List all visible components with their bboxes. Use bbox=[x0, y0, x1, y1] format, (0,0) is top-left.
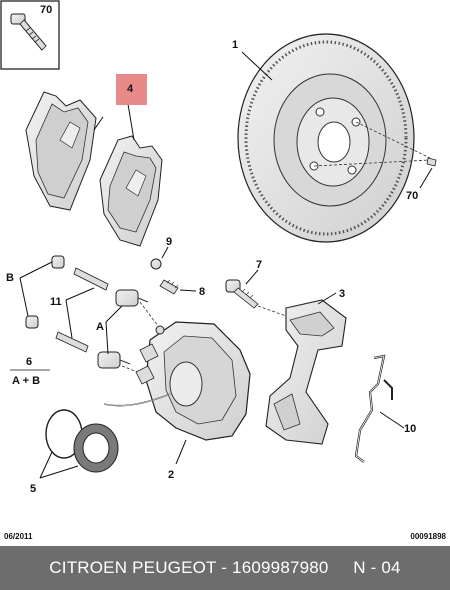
callout-5: 5 bbox=[30, 483, 36, 495]
callout-6: 6 bbox=[26, 356, 32, 368]
callout-4-highlight bbox=[116, 74, 147, 105]
callout-10: 10 bbox=[404, 423, 416, 435]
bleed-screw-8-icon bbox=[159, 279, 179, 295]
caliper-carrier bbox=[257, 299, 347, 445]
carrier-bolt-7-icon bbox=[225, 279, 259, 309]
diagram-date: 06/2011 bbox=[4, 532, 33, 541]
bolt-70-icon bbox=[10, 13, 47, 51]
bleed-cap-9-icon bbox=[150, 258, 162, 270]
callout-4: 4 bbox=[127, 83, 134, 95]
anti-rattle-spring bbox=[354, 354, 393, 463]
brake-pad-rear bbox=[25, 91, 97, 211]
disc-screw-70-icon bbox=[426, 157, 437, 167]
guide-pin-hardware bbox=[25, 255, 159, 377]
callout-6-subtitle: A + B bbox=[12, 375, 40, 387]
diagram-reference: 00091898 bbox=[410, 532, 446, 541]
piston-seals bbox=[45, 393, 171, 473]
callout-9: 9 bbox=[166, 236, 172, 248]
callout-7: 7 bbox=[256, 259, 262, 271]
callout-8: 8 bbox=[199, 286, 205, 298]
part-caption: CITROEN PEUGEOT - 1609987980 N - 04 bbox=[49, 558, 401, 577]
brake-pad-front bbox=[99, 135, 163, 247]
callout-70-disc: 70 bbox=[406, 190, 418, 202]
part-caption-bar: CITROEN PEUGEOT - 1609987980 N - 04 bbox=[0, 546, 450, 590]
callout-B: B bbox=[6, 272, 14, 284]
brake-pads: 4 bbox=[25, 74, 163, 247]
callout-3: 3 bbox=[339, 288, 345, 300]
bolt-inset: 70 bbox=[0, 0, 60, 70]
callout-11: 11 bbox=[50, 296, 62, 308]
brake-caliper bbox=[135, 321, 251, 441]
brake-disc bbox=[237, 33, 431, 243]
callout-70-box: 70 bbox=[40, 4, 52, 16]
callout-A: A bbox=[96, 321, 104, 333]
callout-1: 1 bbox=[232, 39, 238, 51]
callout-2: 2 bbox=[168, 469, 174, 481]
